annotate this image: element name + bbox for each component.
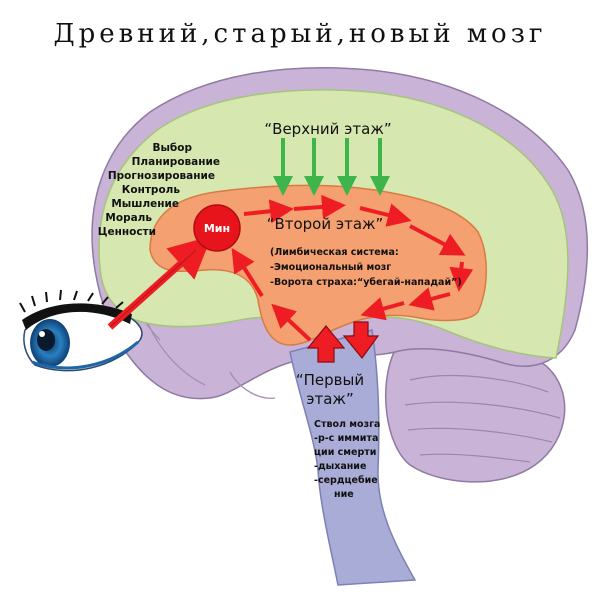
brainstem-note: -дыхание	[314, 461, 366, 472]
function-item: Планирование	[132, 156, 220, 168]
second-floor-notes: (Лимбическая система: -Эмоциональный моз…	[270, 247, 462, 288]
amygdala-label: Мин	[204, 222, 230, 235]
first-floor-label-line: “Первый	[296, 371, 364, 389]
second-floor-label: “Второй этаж”	[267, 215, 384, 233]
function-item: Ценности	[98, 226, 156, 238]
first-floor-label: “Первый этаж”	[296, 371, 364, 408]
function-item: Прогнозирование	[108, 170, 215, 182]
limbic-note: -Ворота страха:“убегай-нападай”)	[270, 277, 462, 288]
function-item: Мышление	[111, 198, 179, 210]
limbic-flow-arrows	[231, 194, 474, 342]
upper-floor-label: “Верхний этаж”	[264, 120, 391, 138]
limbic-note: -Эмоциональный мозг	[270, 262, 391, 273]
page-title: Древний,старый,новый мозг	[53, 19, 546, 49]
brainstem-note: -сердцебие	[314, 475, 378, 486]
amygdala-node	[193, 204, 241, 252]
upper-floor-functions: Выбор Планирование Прогнозирование Контр…	[98, 142, 220, 238]
first-floor-label-line: этаж”	[306, 390, 353, 408]
function-item: Мораль	[105, 212, 152, 224]
brainstem-note: -р-с иммита	[314, 433, 378, 444]
brainstem-note: ние	[334, 489, 354, 500]
brainstem-limbic-arrows	[306, 321, 380, 363]
cerebellum-folds	[404, 374, 561, 463]
brainstem	[289, 329, 417, 586]
first-floor-notes: Ствол мозга -р-с иммита ции смерти -дыха…	[314, 419, 380, 500]
upper-floor-arrows	[273, 138, 390, 196]
brainstem-note: ции смерти	[314, 447, 376, 458]
function-item: Контроль	[122, 184, 181, 196]
limbic-note: (Лимбическая система:	[270, 247, 399, 258]
function-item: Выбор	[152, 142, 192, 154]
brainstem-note: Ствол мозга	[314, 419, 380, 430]
